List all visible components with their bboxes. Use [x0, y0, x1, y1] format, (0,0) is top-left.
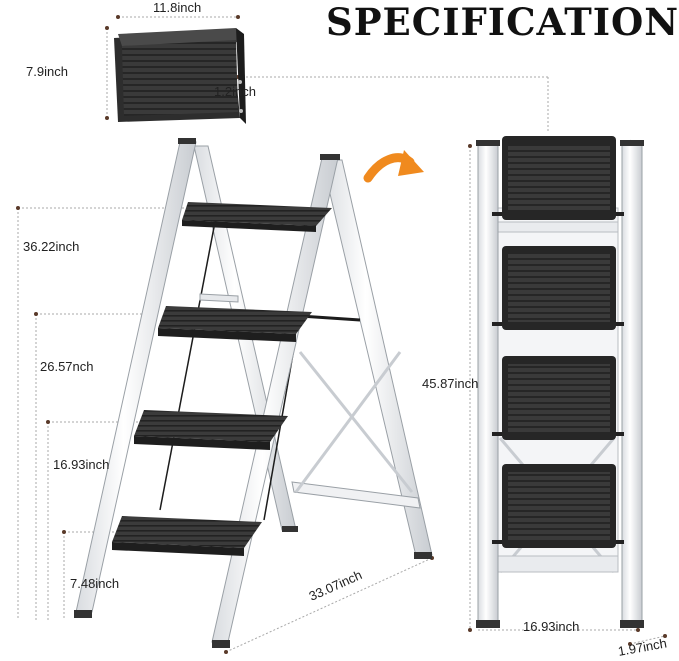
step-width-label: 11.8inch [153, 0, 202, 15]
open-step-3 [158, 306, 312, 342]
folded-step-3 [502, 246, 616, 330]
folded-step-2 [502, 356, 616, 440]
folded-width-label: 16.93inch [523, 619, 580, 634]
open-ladder [74, 138, 433, 648]
second-step-height-label: 16.93inch [53, 457, 110, 472]
top-step-height-label: 36.22inch [23, 239, 80, 254]
folded-step-1 [502, 464, 616, 548]
dimension-guides [17, 16, 666, 653]
single-step-panel [114, 28, 246, 124]
step-depth-label: 7.9inch [26, 64, 68, 79]
folded-step-4 [502, 136, 616, 220]
page-title: SPECIFICATION [326, 0, 679, 44]
curved-arrow-icon [363, 150, 424, 183]
third-step-height-label: 26.57nch [40, 359, 94, 374]
first-step-height-label: 7.48inch [70, 576, 120, 591]
open-step-2 [134, 410, 288, 450]
step-thickness-label: 1.2inch [214, 84, 256, 99]
folded-ladder [476, 136, 644, 628]
open-step-1 [112, 516, 262, 556]
open-step-4 [182, 202, 332, 232]
folded-height-label: 45.87inch [422, 376, 479, 391]
